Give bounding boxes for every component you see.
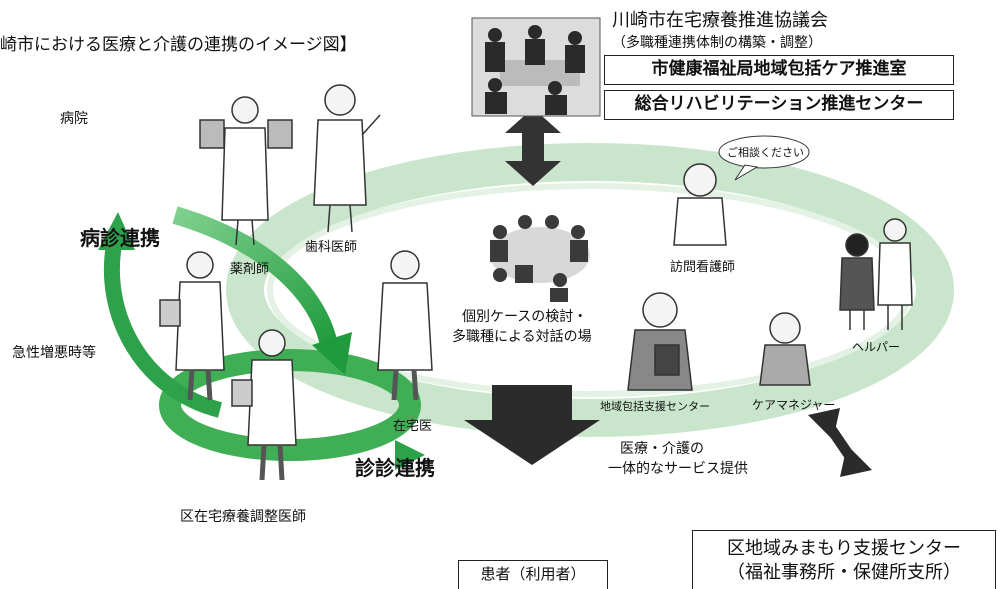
council-link-arrow — [505, 108, 561, 186]
visiting-nurse-figure — [673, 163, 727, 246]
acute-label: 急性増悪時等 — [12, 345, 96, 361]
consult-speech-bubble — [718, 135, 810, 169]
integrated-service-label-2: 一体的なサービス提供 — [608, 461, 748, 477]
care-manager-figure — [759, 312, 811, 386]
pharmacist-label: 薬剤師 — [230, 262, 270, 277]
dentist-label: 歯科医師 — [305, 240, 358, 255]
community-center-label: 地域包括支援センター — [600, 400, 710, 413]
hospital-clinic-arrow-down — [172, 206, 339, 352]
coordinator-doctor-figure — [231, 329, 297, 481]
hospital-doctor-figure — [159, 251, 225, 401]
pharmacist-figure — [199, 96, 293, 246]
case-meeting-label-1: 個別ケースの検討・ — [462, 309, 588, 325]
council-name: 川崎市在宅療養推進協議会 — [612, 10, 828, 31]
patient-box: 患者（利用者） — [458, 560, 608, 589]
dentist-figure — [313, 84, 381, 233]
collaboration-ring — [226, 143, 954, 437]
council-box-1: 市健康福祉局地域包括ケア推進室 — [604, 55, 954, 85]
home-doctor-figure — [377, 250, 433, 401]
clinic-clinic-link-label: 診診連携 — [355, 456, 435, 480]
helper-figures — [839, 218, 913, 330]
visiting-nurse-label: 訪問看護師 — [670, 260, 736, 275]
integrated-service-label-1: 医療・介護の — [620, 441, 704, 457]
home-doctor-label: 在宅医 — [393, 419, 433, 434]
ward-center-line-2: （福祉事務所・保健所支所） — [727, 562, 961, 583]
hospital-label: 病院 — [60, 111, 88, 127]
diagram-title: 崎市における医療と介護の連携のイメージ図】 — [0, 35, 357, 55]
council-box-2: 総合リハビリテーション推進センター — [604, 90, 954, 120]
council-subtitle: （多職種連携体制の構築・調整） — [612, 35, 822, 51]
case-meeting-group — [490, 215, 590, 302]
hospital-clinic-link-label: 病診連携 — [80, 226, 160, 250]
care-manager-label: ケアマネジャー — [752, 398, 836, 412]
service-down-arrow — [464, 385, 600, 465]
ward-center-line-1: 区地域みまもり支援センター — [727, 538, 961, 559]
community-center-staff-figure — [627, 292, 693, 391]
helper-label: ヘルパー — [852, 340, 901, 354]
ward-center-link-arrow — [808, 408, 872, 477]
case-meeting-label-2: 多職種による対話の場 — [452, 329, 592, 345]
ward-center-box: 区地域みまもり支援センター （福祉事務所・保健所支所） — [692, 530, 996, 589]
coordinator-label: 区在宅療養調整医師 — [180, 509, 306, 525]
consult-bubble-text: ご相談ください — [727, 146, 804, 159]
